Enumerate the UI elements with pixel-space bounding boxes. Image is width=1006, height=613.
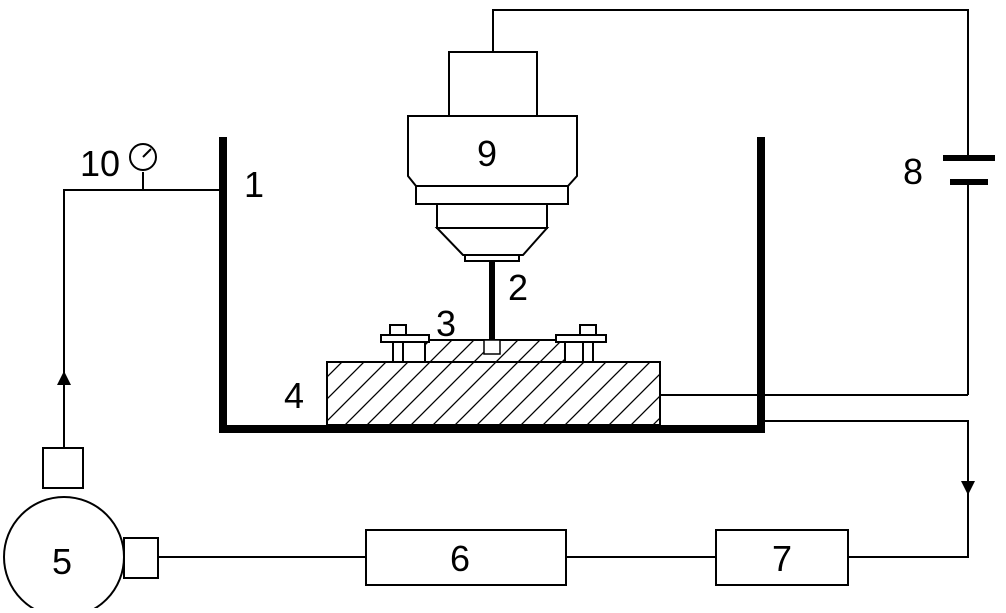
pump (3, 447, 159, 613)
supply-line (57, 172, 219, 448)
power-supply-symbol (943, 155, 995, 395)
label-8: 8 (903, 151, 923, 192)
box-7 (715, 529, 849, 586)
label-10: 10 (80, 143, 120, 184)
power-wire-top (492, 9, 969, 157)
workpiece (424, 339, 566, 363)
label-1: 1 (244, 164, 264, 205)
label-9: 9 (477, 133, 497, 174)
left-clamp (380, 324, 430, 363)
spindle-head (407, 51, 578, 262)
worktable (326, 361, 661, 426)
label-6: 6 (450, 538, 470, 579)
right-clamp (555, 324, 607, 363)
label-5: 5 (52, 541, 72, 582)
label-2: 2 (508, 267, 528, 308)
tool-electrode (489, 261, 495, 351)
return-line (765, 420, 975, 558)
label-3: 3 (436, 303, 456, 344)
pressure-gauge-icon (129, 143, 157, 171)
label-7: 7 (772, 538, 792, 579)
label-4: 4 (284, 375, 304, 416)
box-6 (365, 529, 567, 586)
